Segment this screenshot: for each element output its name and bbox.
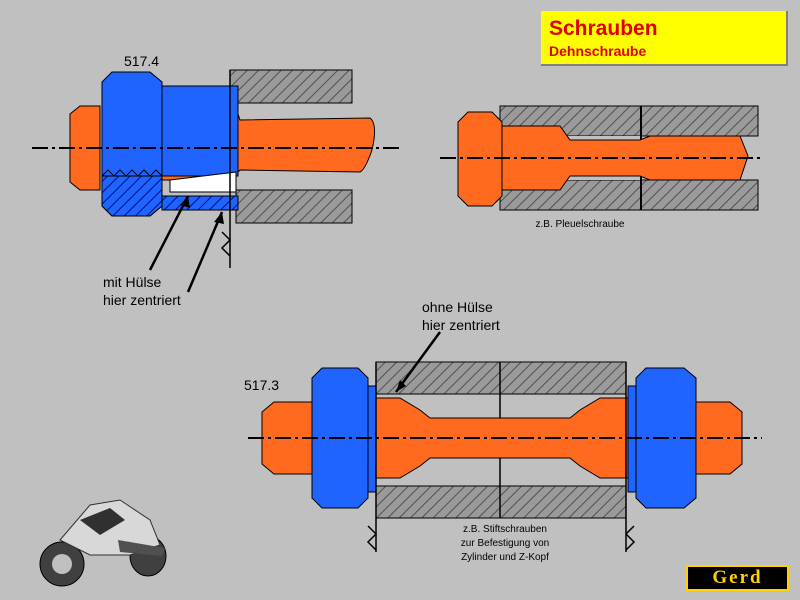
- bolt-end-517-4: [69, 105, 101, 191]
- label-mit-huelse-1: mit Hülse: [103, 274, 162, 290]
- sleeve-gap: [169, 171, 237, 193]
- assembly-517-4: [32, 69, 400, 293]
- assembly-517-3: [248, 331, 762, 552]
- label-ohne-huelse-2: hier zentriert: [422, 317, 500, 333]
- label-mit-huelse-2: hier zentriert: [103, 292, 181, 308]
- washer-517-4: [161, 85, 239, 177]
- thread-teeth: [101, 169, 163, 177]
- ref-mark-517-4: [220, 231, 232, 257]
- arrow-head-3: [396, 380, 406, 392]
- label-stift-1: z.B. Stiftschrauben: [463, 524, 547, 535]
- label-517-3: 517.3: [244, 377, 280, 393]
- label-pleuel: z.B. Pleuelschraube: [535, 219, 625, 230]
- title-main: Schrauben: [549, 17, 658, 40]
- title-sub: Dehnschraube: [549, 43, 647, 59]
- arrow-ohne-huelse: [394, 331, 442, 393]
- sleeve-517-4: [161, 195, 239, 211]
- ref-mark-right: [624, 525, 636, 551]
- housing-upper-block: [229, 69, 353, 104]
- arrow-mit-huelse-2: [186, 211, 224, 293]
- label-517-4: 517.4: [124, 53, 160, 69]
- assembly-pleuel: [440, 105, 760, 211]
- arrow-head-1: [180, 196, 190, 208]
- gerd-logo: Gerd: [686, 565, 789, 591]
- housing-lower-517-3: [375, 485, 627, 519]
- motorcycle-image: [39, 499, 167, 587]
- title-box: Schrauben Dehnschraube: [541, 11, 788, 66]
- label-stift-3: Zylinder und Z-Kopf: [461, 552, 549, 563]
- ref-mark-left: [366, 525, 378, 551]
- arrow-head-2: [214, 212, 224, 224]
- nut-section-517-4: [101, 175, 163, 217]
- label-stift-2: zur Befestigung von: [460, 538, 550, 549]
- arrow-mit-huelse: [148, 195, 190, 271]
- label-ohne-huelse-1: ohne Hülse: [422, 299, 493, 315]
- housing-lower-block: [235, 189, 353, 224]
- housing-upper-517-3: [375, 361, 627, 395]
